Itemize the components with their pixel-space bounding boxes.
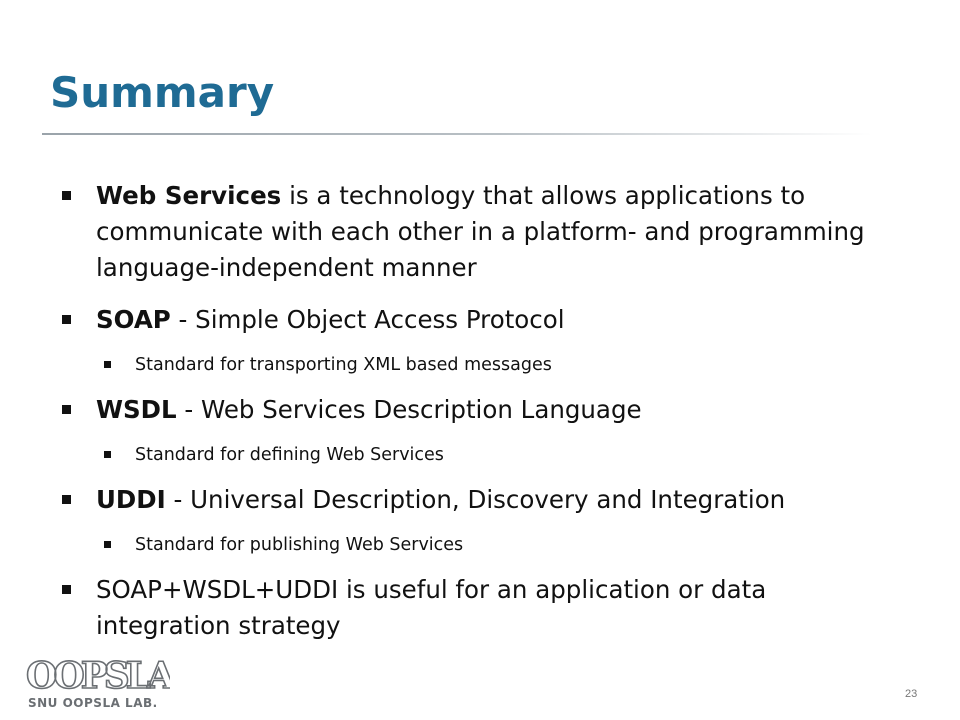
bullet-item-uddi: UDDI - Universal Description, Discovery …	[60, 482, 880, 518]
square-bullet-icon	[62, 495, 71, 504]
bullet-text: SOAP+WSDL+UDDI is useful for an applicat…	[96, 575, 767, 640]
sub-bullet-item-wsdl: Standard for defining Web Services	[102, 442, 880, 468]
bullet-term: UDDI	[96, 485, 166, 514]
bullet-term: Web Services	[96, 181, 282, 210]
oopsla-logo: OOPSLA SNU OOPSLA LAB.	[22, 650, 170, 716]
logo-subtitle: SNU OOPSLA LAB.	[28, 696, 158, 710]
bullet-item-integration: SOAP+WSDL+UDDI is useful for an applicat…	[60, 572, 880, 644]
oopsla-logo-icon: OOPSLA	[25, 654, 170, 698]
bullet-text: - Web Services Description Language	[176, 395, 642, 424]
sub-bullet-text: Standard for publishing Web Services	[135, 535, 464, 555]
square-bullet-icon	[62, 315, 71, 324]
bullet-text: - Simple Object Access Protocol	[170, 305, 565, 334]
sub-bullet-text: Standard for defining Web Services	[135, 445, 444, 465]
bullet-text: - Universal Description, Discovery and I…	[165, 485, 786, 514]
sub-bullet-item-uddi: Standard for publishing Web Services	[102, 532, 880, 558]
bullet-term: SOAP	[96, 305, 171, 334]
sub-bullet-text: Standard for transporting XML based mess…	[135, 355, 552, 375]
square-bullet-icon	[62, 585, 71, 594]
bullet-list: Web Services is a technology that allows…	[60, 178, 880, 644]
bullet-item-wsdl: WSDL - Web Services Description Language	[60, 392, 880, 428]
bullet-text: is a technology that allows applications…	[96, 181, 865, 282]
square-bullet-icon	[104, 541, 111, 548]
bullet-item-web-services: Web Services is a technology that allows…	[60, 178, 880, 286]
square-bullet-icon	[62, 405, 71, 414]
title-divider	[42, 133, 872, 135]
square-bullet-icon	[104, 451, 111, 458]
logo-wordmark: OOPSLA	[26, 655, 170, 697]
square-bullet-icon	[62, 191, 71, 200]
square-bullet-icon	[104, 361, 111, 368]
slide-title: Summary	[50, 68, 275, 117]
bullet-term: WSDL	[96, 395, 177, 424]
bullet-item-soap: SOAP - Simple Object Access Protocol	[60, 302, 880, 338]
sub-bullet-item-soap: Standard for transporting XML based mess…	[102, 352, 880, 378]
page-number: 23	[905, 688, 918, 700]
